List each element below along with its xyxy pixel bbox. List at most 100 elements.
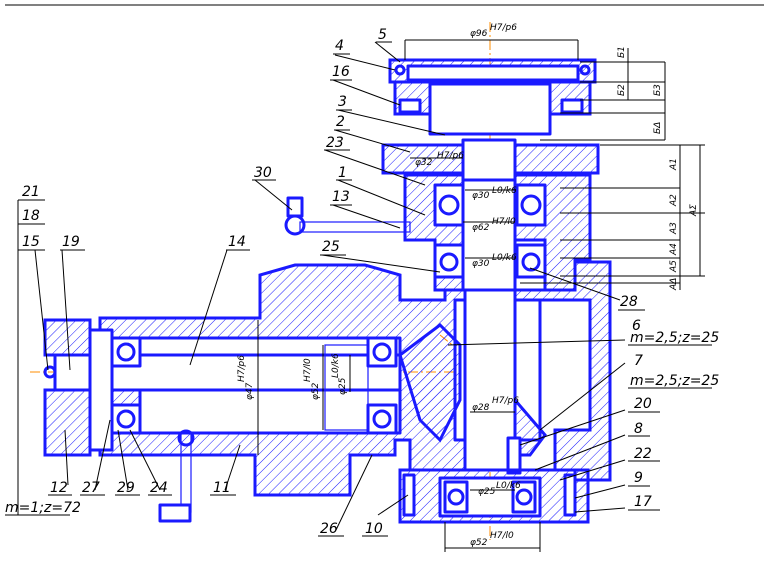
gear-12 <box>43 318 114 457</box>
label-23: 23 <box>326 135 344 151</box>
dim-28-fit: H7/p6 <box>492 396 519 406</box>
label-19: 19 <box>62 234 80 250</box>
dim-25b: φ25 <box>338 377 348 395</box>
axial-b3: Б3 <box>653 84 663 96</box>
ball-7 <box>372 342 392 362</box>
screw-left <box>394 64 406 76</box>
dim-25-fit: L0/k6 <box>496 481 521 491</box>
dim-52b-fit: H7/l0 <box>303 358 313 382</box>
ball-6 <box>116 409 136 429</box>
dim-47: φ47 <box>245 382 255 400</box>
axial-a4: A4 <box>669 243 679 256</box>
dim-52-fit: H7/l0 <box>490 531 514 541</box>
dim-30a-fit: L0/k6 <box>492 186 517 196</box>
dim-30b-fit: L0/k6 <box>492 253 517 263</box>
ball-1 <box>438 194 460 216</box>
oiler-cap <box>286 196 304 218</box>
dim-62-fit: H7/l0 <box>492 217 516 227</box>
label-27: 27 <box>82 480 100 496</box>
oil-pipe-13 <box>299 221 411 233</box>
leader-lines <box>5 41 626 531</box>
dim-30a: φ30 <box>472 191 490 201</box>
axial-a1: A1 <box>669 158 679 171</box>
dim-25b-fit: L0/k6 <box>331 353 341 378</box>
dim-32: φ32 <box>415 158 433 168</box>
ball-3 <box>439 252 459 272</box>
pulley-hub-core <box>428 82 552 136</box>
label-22: 22 <box>634 446 652 462</box>
gear-12-spec: m=1;z=72 <box>5 500 81 516</box>
label-10: 10 <box>365 521 383 537</box>
label-21: 21 <box>22 184 40 200</box>
ball-8 <box>372 409 392 429</box>
label-25: 25 <box>322 239 340 255</box>
label-26: 26 <box>320 521 338 537</box>
label-28: 28 <box>620 294 638 310</box>
axial-a3: A3 <box>669 222 679 235</box>
axial-b2: Б2 <box>617 84 627 96</box>
label-14: 14 <box>228 234 246 250</box>
bearing-bottom-right <box>511 480 537 514</box>
bearing-bottom-left <box>443 480 469 514</box>
dim-96: φ96 <box>470 29 488 39</box>
label-13: 13 <box>332 189 350 205</box>
axial-aD: AΔ <box>669 278 679 291</box>
label-3: 3 <box>338 94 347 110</box>
label-9: 9 <box>634 470 643 486</box>
pulley-key-right <box>560 98 584 114</box>
screw-right <box>579 64 591 76</box>
spacer-sleeve <box>324 344 369 431</box>
bearing-left <box>110 336 142 368</box>
axial-bD: БΔ <box>653 122 663 134</box>
dim-52: φ52 <box>470 538 488 548</box>
dim-25: φ25 <box>478 487 496 497</box>
label-17: 17 <box>634 494 652 510</box>
ball-4 <box>521 252 541 272</box>
label-12: 12 <box>50 480 68 496</box>
dim-32-fit: H7/p6 <box>437 151 464 161</box>
pulley-web <box>406 64 580 82</box>
grease-fitting <box>158 429 195 523</box>
label-6: 6 <box>632 318 641 334</box>
bolt-22 <box>563 473 577 517</box>
oiler-assembly <box>284 196 411 236</box>
axial-b1: Б1 <box>617 46 627 58</box>
bolt-10 <box>402 473 416 517</box>
label-5: 5 <box>378 27 387 43</box>
pulley-assembly <box>388 58 597 136</box>
oiler-30 <box>284 214 306 236</box>
label-20: 20 <box>634 396 652 412</box>
gear-12-hub <box>88 328 114 452</box>
axial-dimension-labels: Б1 Б2 Б3 БΔ A1 A2 A3 A4 A5 AΔ AΣ <box>617 46 699 291</box>
label-30: 30 <box>254 165 272 181</box>
flange-left <box>381 143 465 175</box>
label-8: 8 <box>634 421 643 437</box>
bottom-cover <box>398 468 590 524</box>
ball-10 <box>515 488 533 506</box>
bearing-left-low <box>110 403 142 435</box>
vertical-shaft-upper <box>461 178 517 292</box>
dim-28: φ28 <box>472 403 490 413</box>
dim-96-fit: H7/p6 <box>490 23 517 33</box>
label-18: 18 <box>22 208 40 224</box>
upper-flange <box>381 138 600 182</box>
label-7: 7 <box>634 353 643 369</box>
key-20 <box>506 436 522 475</box>
label-11: 11 <box>213 480 231 496</box>
label-1: 1 <box>338 165 347 181</box>
part-labels: 4 5 16 3 2 23 1 13 30 25 14 21 18 15 19 … <box>5 27 719 537</box>
label-24: 24 <box>150 480 168 496</box>
bearing-right <box>366 336 398 368</box>
dimension-texts: φ96 H7/p6 φ32 H7/p6 φ30 L0/k6 φ62 H7/l0 … <box>237 23 521 548</box>
dim-62: φ62 <box>472 223 490 233</box>
label-16: 16 <box>332 64 350 80</box>
pulley-key-left <box>398 98 422 114</box>
axial-a5: A5 <box>669 260 679 273</box>
dim-30b: φ30 <box>472 259 490 269</box>
ball-9 <box>447 488 465 506</box>
ball-2 <box>520 194 542 216</box>
bearing-right-low <box>366 403 398 435</box>
label-29: 29 <box>117 480 135 496</box>
upper-shaft <box>461 138 517 182</box>
